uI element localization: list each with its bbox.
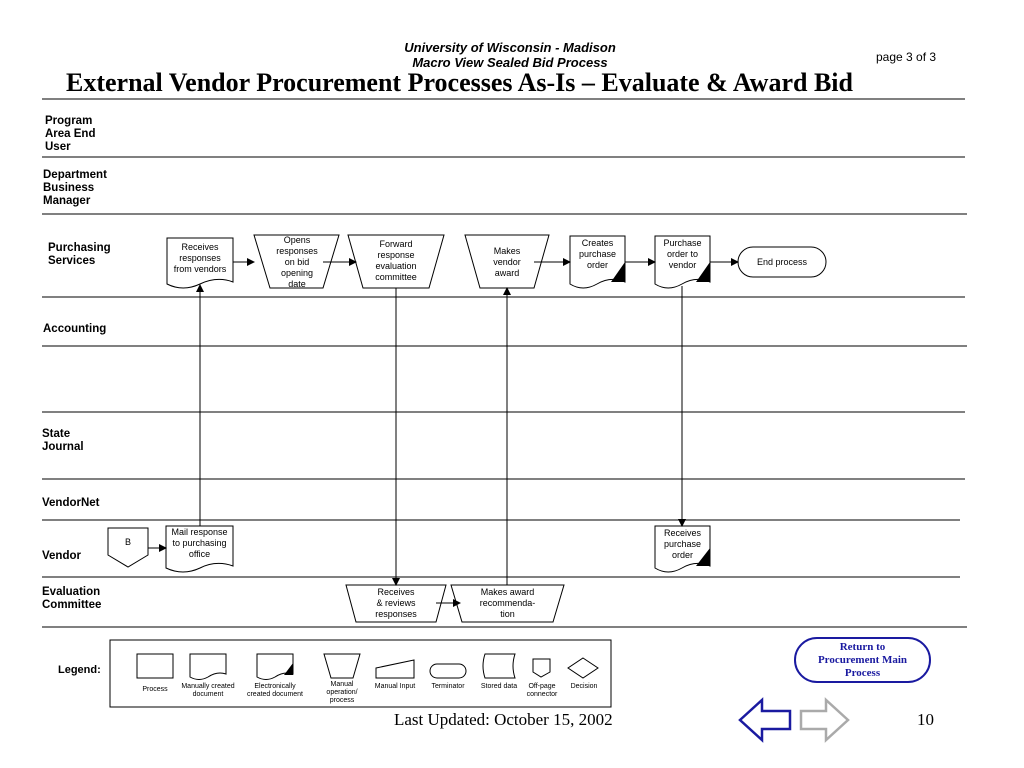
legend-offpage-shape [532,658,551,678]
page-indicator: page 3 of 3 [876,50,937,64]
node-connector-b: B [124,536,131,547]
legend-label-decision: Decision [570,683,598,690]
page-title: External Vendor Procurement Processes As… [66,68,853,97]
makes-award-rec-op [450,584,565,623]
forward-button[interactable] [799,698,851,742]
back-button[interactable] [738,698,792,742]
legend-manual-op-shape [323,653,361,679]
legend-manual-input-shape [375,659,415,679]
legend-decision-shape [567,657,599,679]
electronic-corner [696,548,710,566]
legend-label-process: Process [142,686,168,693]
back-arrow-icon [738,697,792,743]
receives-reviews-op [345,584,447,623]
legend-label-stored-data: Stored data [480,683,518,690]
node-end-process: End process [756,256,808,267]
mail-response-doc [165,525,234,573]
forward-arrow-icon [799,697,850,743]
electronic-corner [611,262,625,282]
legend-title: Legend: [58,664,101,676]
legend-terminator-shape [429,663,467,679]
electronic-corner [284,663,293,675]
legend-manual-doc-shape [189,653,227,680]
lane-label-vendor: Vendor [42,550,81,562]
lane-label-vendornet: VendorNet [42,497,100,509]
legend-label-terminator: Terminator [431,683,465,690]
legend-process-shape [136,653,174,679]
receives-responses-doc [166,237,234,289]
offpage-connector-b [107,527,149,568]
electronic-corner [696,262,710,282]
diagram-subtitle: Macro View Sealed Bid Process [412,55,608,70]
last-updated: Last Updated: October 15, 2002 [394,710,613,729]
forward-response-op [347,234,445,289]
opens-responses-op [253,234,340,289]
makes-vendor-award-op [464,234,550,289]
slide-number: 10 [917,710,934,729]
legend-stored-data-shape [482,653,516,679]
lane-label-accounting: Accounting [43,323,107,335]
university-name: University of Wisconsin - Madison [404,40,616,55]
legend-label-manual-input: Manual Input [374,683,416,690]
